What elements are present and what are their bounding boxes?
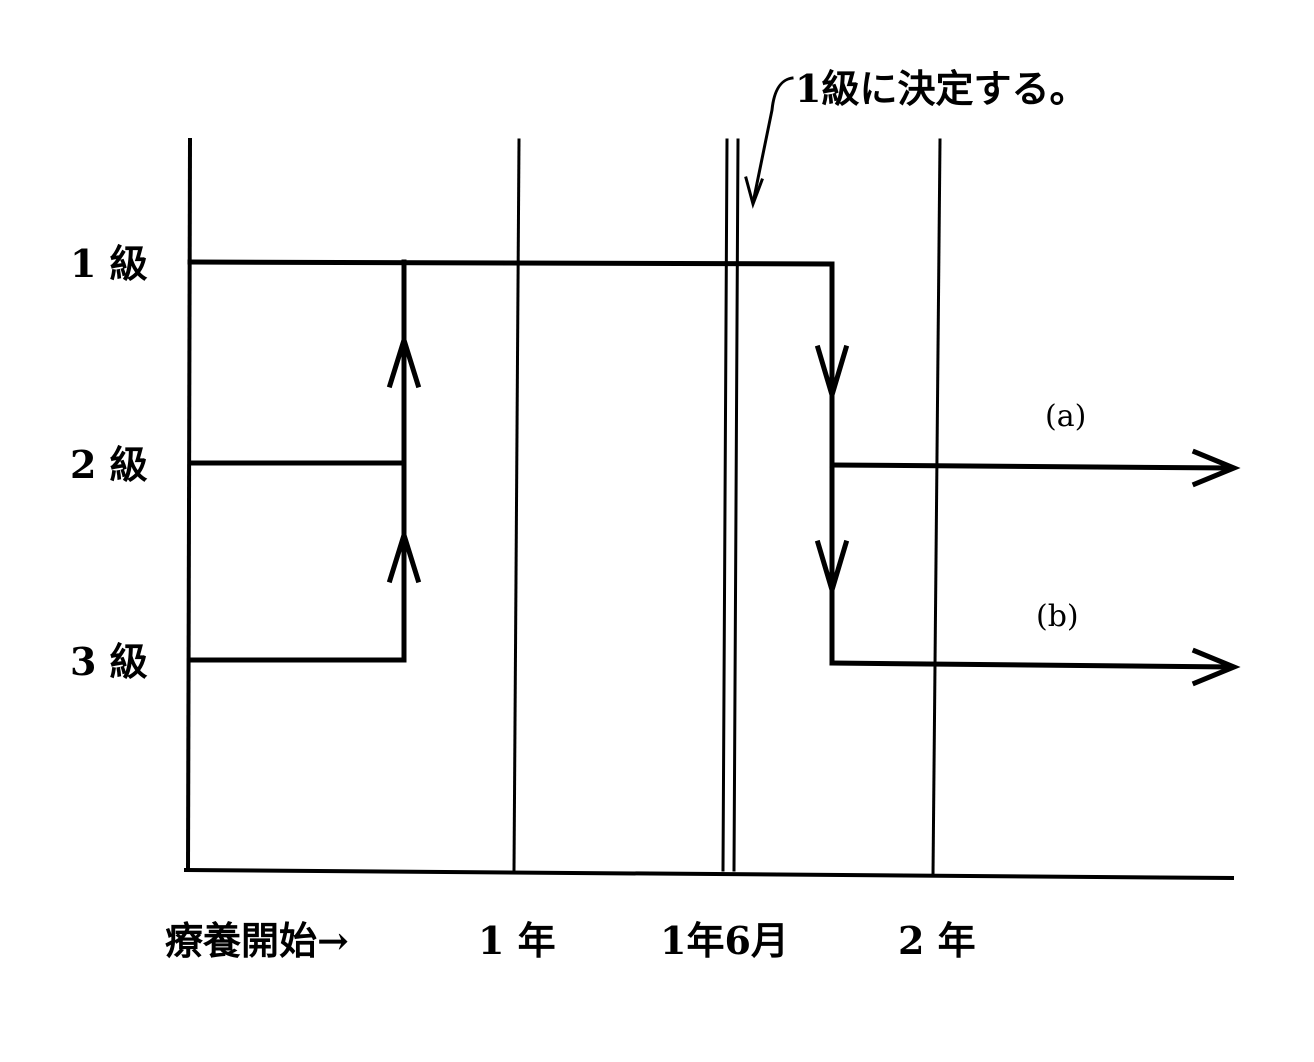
annotation-leader <box>752 76 794 200</box>
gridline-2-year <box>931 138 942 877</box>
y-axis-line <box>185 137 193 873</box>
outcome-a-path <box>829 462 1235 471</box>
x-axis-line <box>183 867 1235 881</box>
outcome-b-path <box>829 660 1235 670</box>
gridline-1-year-6-month-a <box>721 138 729 872</box>
gridline-1-year-6-month-b <box>732 138 740 872</box>
outcome-b-label: (b) <box>1036 599 1079 634</box>
tick-1-year: 1 年 <box>478 918 556 963</box>
grade-3-label: 3 級 <box>70 639 148 684</box>
outcome-a-label: (a) <box>1045 399 1087 434</box>
grade-2-label: 2 級 <box>70 442 148 487</box>
tick-1-year-6-month: 1年6月 <box>660 918 789 963</box>
tick-2-year: 2 年 <box>898 918 976 963</box>
gridline-1-year <box>512 138 521 872</box>
arrow-up-icon <box>386 331 422 389</box>
arrow-right-icon <box>1191 647 1241 687</box>
arrow-right-icon <box>1191 448 1241 488</box>
grade-1-label: 1 級 <box>70 241 148 286</box>
arrow-down-icon <box>814 344 850 404</box>
arrow-down-icon <box>744 176 764 209</box>
time-start-label: 療養開始→ <box>165 918 349 963</box>
arrow-up-icon <box>386 526 422 584</box>
arrow-down-icon <box>814 539 850 599</box>
annotation-label: 1級に決定する。 <box>795 66 1088 111</box>
grade-3-path <box>187 259 407 663</box>
